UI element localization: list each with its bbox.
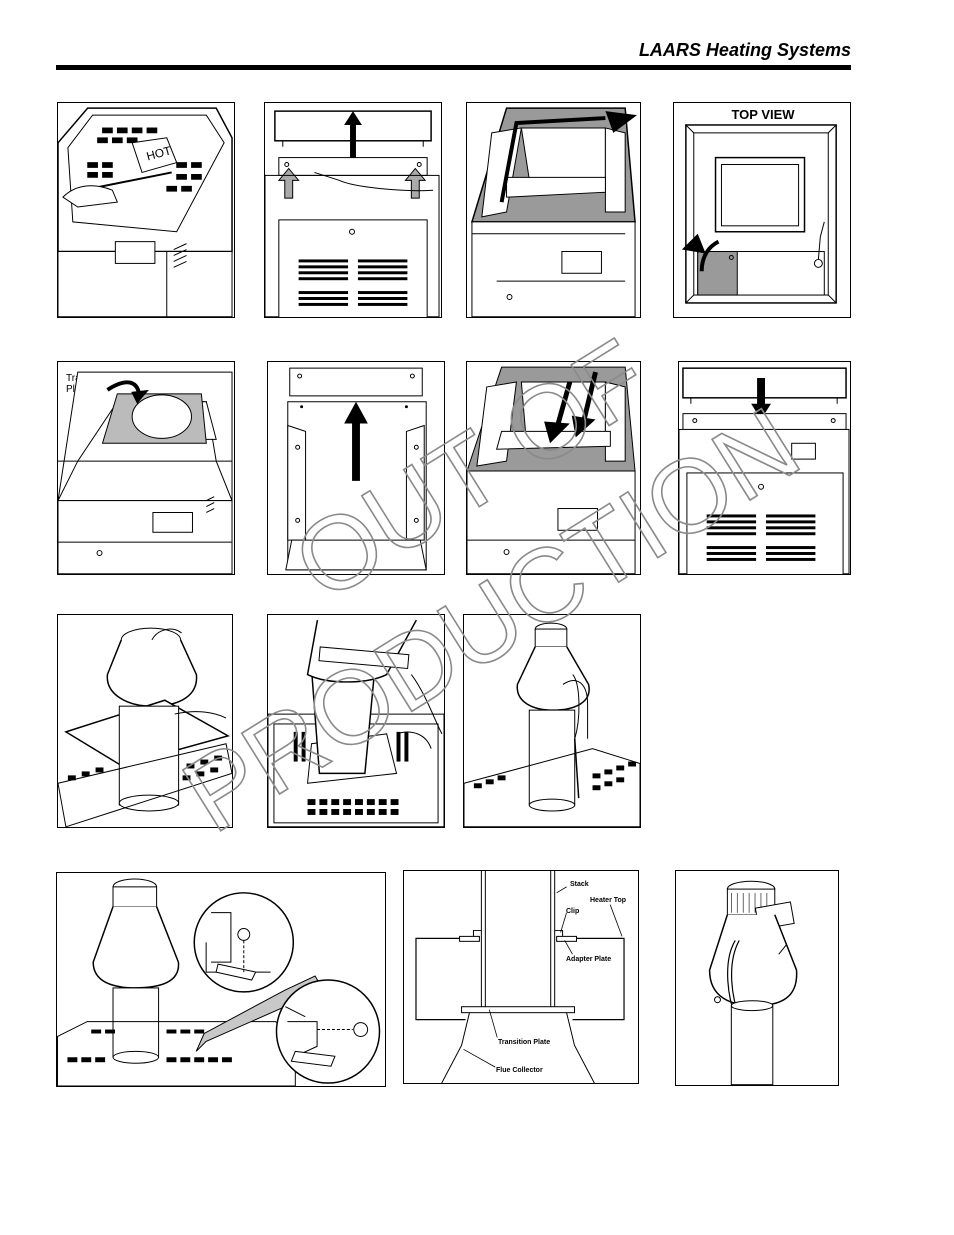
illustration-panel-2 [264,102,442,318]
illustration-panel-12 [56,872,386,1087]
remove-side-rails-illustration [285,367,427,571]
illustration-panel-11 [463,614,641,828]
illustration-panel-5: Transition Plate [57,361,235,575]
install-adapter-frame-illustration [467,366,636,574]
illustration-panel-9 [57,614,233,828]
clip-and-screw-detail-illustration [57,878,381,1086]
heater-top-with-hot-label-illustration: HOT [58,107,233,317]
illustration-panel-4: TOP VIEW [673,102,851,318]
illustration-panel-1: HOT [57,102,235,318]
header-title: LAARS Heating Systems [638,40,851,60]
replace-top-cover-illustration [679,367,850,574]
illustration-panel-8 [678,361,851,575]
heater-top-label: Heater Top [590,897,627,904]
clip-label: Clip [566,908,580,915]
illustration-panel-7 [466,361,641,575]
illustration-panel-3 [466,102,641,318]
transition-plate-label: Transition Plate [498,1039,551,1046]
illustration-panel-13: Stack Heater Top Clip Adapter Plate Tran… [403,870,639,1084]
illustration-panel-14 [675,870,839,1086]
header-rule [56,65,851,70]
illustration-panel-10 [267,614,445,828]
draft-hood-with-spill-switch-illustration [708,880,798,1085]
flue-collector-label: Flue Collector [496,1067,543,1074]
stack-cross-section-diagram [415,871,625,1083]
fasten-stack-screws-illustration [464,622,640,827]
remove-adapter-frame-illustration [470,107,638,317]
illustration-panel-6 [267,361,445,575]
lift-top-cover-illustration [265,110,440,317]
adapter-plate-label: Adapter Plate [566,956,612,963]
insert-stack-into-adapter-illustration [268,619,444,827]
top-view-illustration [681,124,837,304]
stack-label: Stack [570,881,589,888]
install-transition-plate-illustration [58,371,233,574]
top-view-label: TOP VIEW [731,107,795,122]
svg-text:HOT: HOT [145,143,173,163]
place-draft-hood-assembly-illustration [58,627,232,827]
